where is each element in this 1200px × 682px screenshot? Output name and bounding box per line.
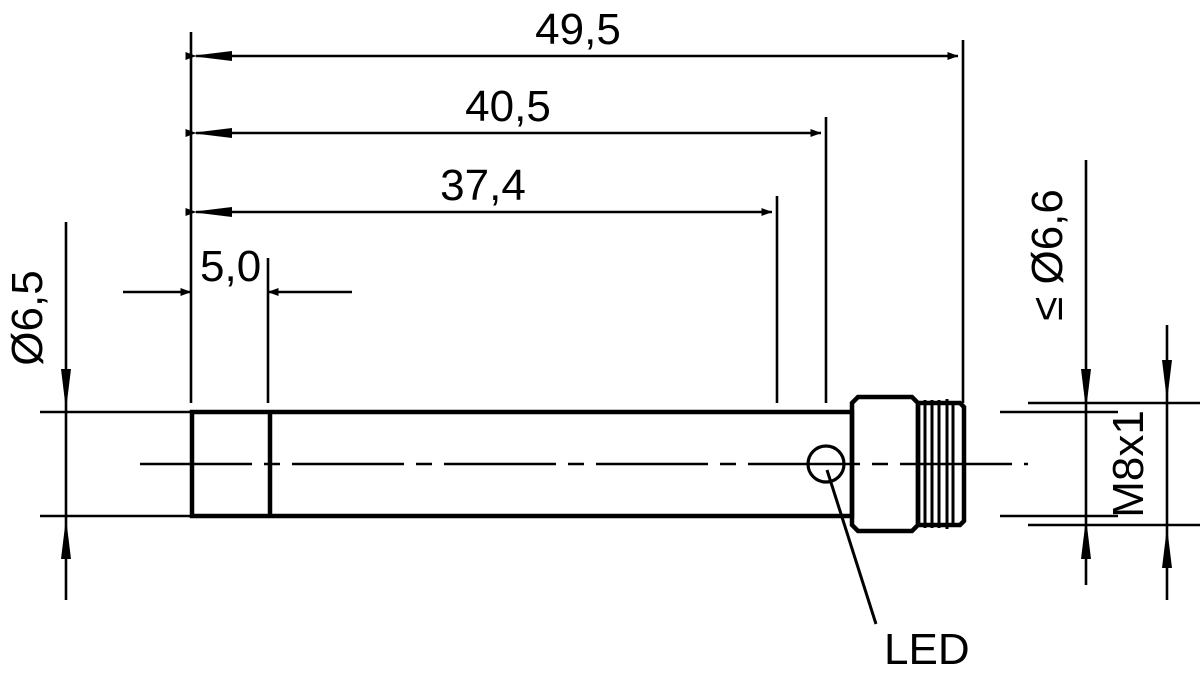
arrowheads-d6-5 [61, 369, 71, 559]
label-led: LED [884, 625, 970, 674]
label-thread: M8x1 [1104, 410, 1153, 518]
dimension-text-40-5: 40,5 [465, 82, 551, 131]
dimension-text-5-0: 5,0 [200, 242, 261, 291]
arrowhead-d6-6-up [1081, 518, 1091, 559]
arrowhead-m8x1-down [1162, 360, 1172, 401]
arrowhead-m8x1-up [1162, 527, 1172, 568]
label-barrel-diameter: Ø6,5 [3, 270, 52, 365]
extension-lines [189, 32, 965, 403]
dimension-arrowheads-left [191, 51, 232, 217]
dimension-text-49-5: 49,5 [535, 5, 621, 54]
arrowhead-49-5-left [191, 51, 232, 61]
led-circle [806, 444, 846, 484]
arrowheads-d6-6 [1081, 369, 1091, 559]
label-connector-max-diameter: ≤ Ø6,6 [1023, 189, 1072, 321]
thread-outline [915, 400, 967, 528]
arrowhead-d6-5-down [61, 369, 71, 410]
arrowhead-40-5-left [191, 128, 232, 138]
arrowhead-d6-5-up [61, 518, 71, 559]
horizontal-dimension-lines [123, 52, 959, 296]
arrowhead-37-4-left [191, 207, 232, 217]
dimension-text-37-4: 37,4 [440, 161, 526, 210]
arrowhead-d6-6-down [1081, 369, 1091, 410]
arrowheads-m8x1 [1162, 360, 1172, 568]
led-leader-line [825, 469, 878, 625]
led-indicator [806, 444, 878, 625]
